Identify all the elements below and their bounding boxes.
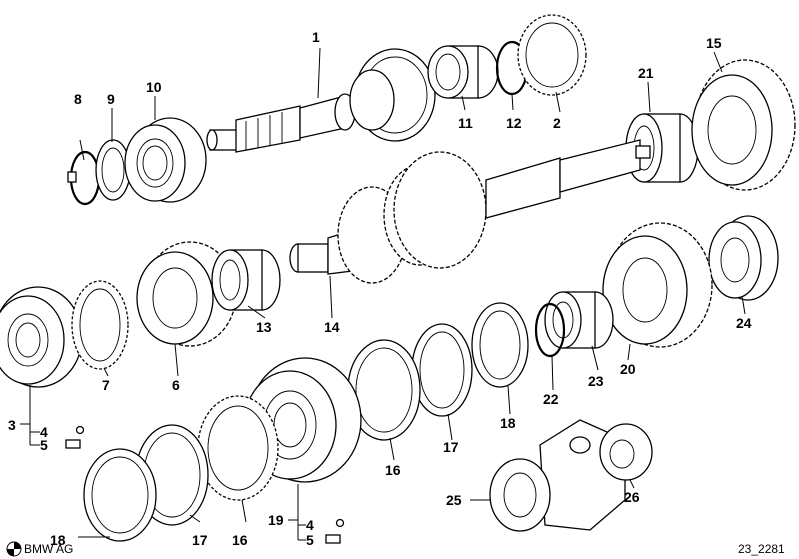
part-18-synchro-ring-upper [471, 302, 529, 388]
part-labels: 1 2 3 4 5 6 7 8 9 10 11 12 13 14 15 16 1… [8, 29, 752, 548]
label-part-19: 19 [268, 512, 284, 528]
label-part-23: 23 [588, 373, 604, 389]
part-1-input-shaft [206, 48, 436, 153]
label-part-18: 18 [500, 415, 516, 431]
label-part-9: 9 [107, 91, 115, 107]
label-part-16-lower: 16 [232, 532, 248, 548]
part-4-ball-left [75, 425, 85, 435]
part-23-needle-bearing [544, 291, 614, 349]
label-part-15: 15 [706, 35, 722, 51]
label-part-4: 4 [40, 424, 48, 440]
part-22-circlip [534, 302, 566, 358]
label-part-20: 20 [620, 361, 636, 377]
part-17-ring-upper [411, 323, 473, 417]
label-part-13: 13 [256, 319, 272, 335]
label-part-22: 22 [543, 391, 559, 407]
part-3-synchro-hub [0, 286, 83, 388]
label-part-7: 7 [102, 377, 110, 393]
label-part-16: 16 [385, 462, 401, 478]
label-part-18-lower: 18 [50, 532, 66, 548]
label-part-3: 3 [8, 417, 16, 433]
leader-lines [20, 47, 746, 541]
part-4-ball-right [335, 518, 345, 528]
label-part-17: 17 [443, 439, 459, 455]
label-part-4-lower: 4 [306, 517, 314, 533]
part-5-shoe-left [65, 439, 81, 449]
label-part-10: 10 [146, 79, 162, 95]
label-part-17-lower: 17 [192, 532, 208, 548]
label-part-14: 14 [324, 319, 340, 335]
label-part-8: 8 [74, 91, 82, 107]
part-13-needle-bearing [211, 249, 281, 311]
label-part-26: 26 [624, 489, 640, 505]
part-15-gear [691, 59, 796, 191]
label-part-11: 11 [458, 115, 473, 131]
brand-text: BMW AG [24, 542, 73, 556]
label-part-2: 2 [553, 115, 561, 131]
label-part-5: 5 [40, 437, 48, 453]
part-2-synchro-ring [517, 14, 587, 96]
part-16-ring-upper [347, 339, 421, 441]
label-part-12: 12 [506, 115, 522, 131]
part-7-synchro-ring [71, 280, 129, 370]
part-24-bearing [708, 215, 779, 301]
image-reference: 23_2281 [738, 542, 785, 556]
bmw-logo [6, 541, 22, 557]
part-20-gear [602, 222, 713, 348]
part-5-shoe-right [325, 534, 341, 544]
label-part-24: 24 [736, 315, 752, 331]
label-part-21: 21 [638, 65, 654, 81]
part-10-bearing [124, 117, 207, 203]
label-part-6: 6 [172, 377, 180, 393]
part-14-main-shaft [289, 139, 651, 284]
part-26-collar-nut [599, 423, 653, 481]
label-part-25: 25 [446, 492, 462, 508]
part-18-ring-lower [83, 448, 157, 542]
label-part-1: 1 [312, 29, 320, 45]
part-11-needle-bearing [427, 45, 499, 99]
label-part-5-lower: 5 [306, 532, 314, 548]
part-16-synchro-ring-lower [197, 395, 279, 501]
